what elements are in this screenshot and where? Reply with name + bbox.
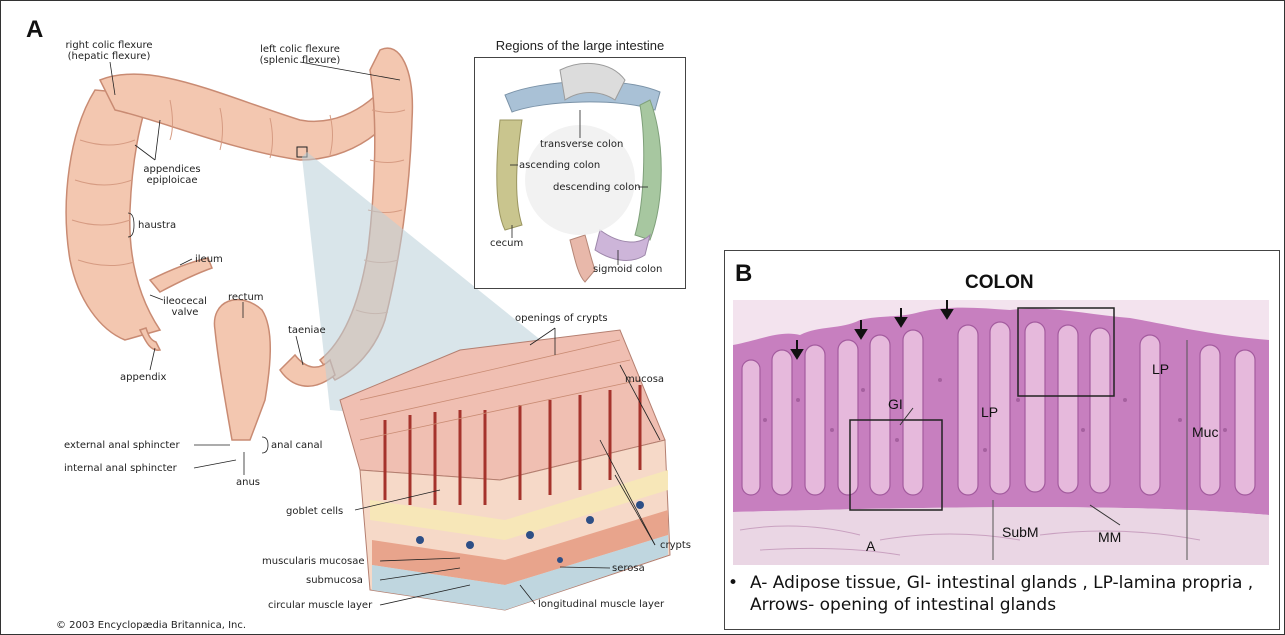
histo-label-mm: MM [1098, 529, 1121, 545]
histo-label-subm: SubM [1002, 524, 1039, 540]
caption-line-1-text: A- Adipose tissue, GI- intestinal glands… [750, 572, 1253, 594]
panel-b-caption: • A- Adipose tissue, GI- intestinal glan… [728, 572, 1276, 616]
caption-line-1: • A- Adipose tissue, GI- intestinal glan… [728, 572, 1276, 594]
histo-label-lp-top: LP [1152, 361, 1169, 377]
caption-line-2-text: Arrows- opening of intestinal glands [728, 594, 1276, 616]
histo-label-lp-mid: LP [981, 404, 998, 420]
histo-label-muc: Muc [1192, 424, 1218, 440]
histo-label-gi: GI [888, 396, 903, 412]
histo-label-a: A [866, 538, 875, 554]
caption-bullet: • [728, 572, 750, 594]
